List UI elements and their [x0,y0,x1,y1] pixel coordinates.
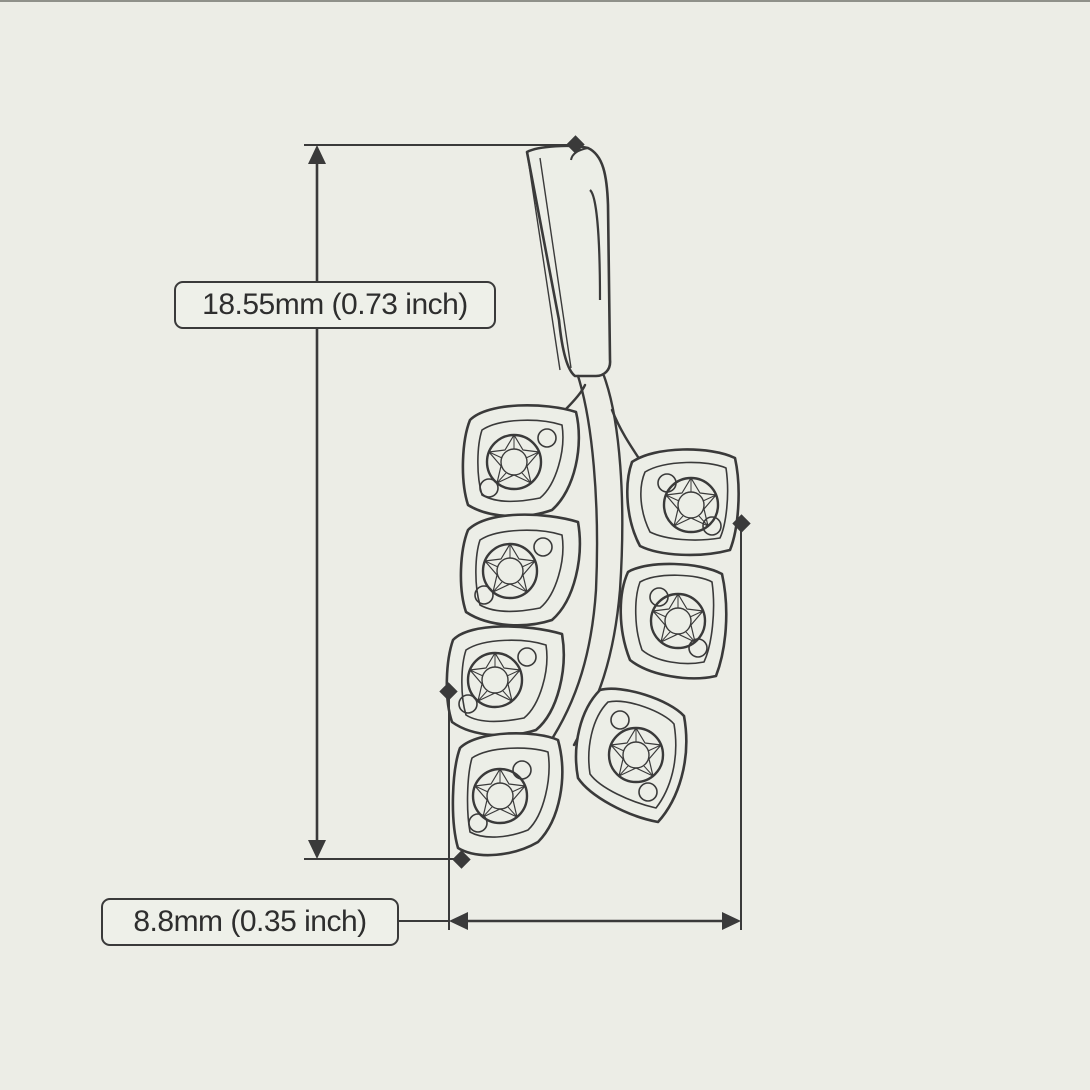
leaf-6 [619,562,728,680]
height-top-marker [566,135,585,154]
width-left-marker [439,682,458,701]
leaf-5 [626,448,740,557]
height-dimension-label: 18.55mm (0.73 inch) [174,281,496,329]
leaf-7 [574,687,688,824]
height-bottom-marker [452,850,471,869]
pendant-bail [525,144,612,378]
leaf-4 [451,732,564,857]
leaf-3 [445,625,566,737]
width-dimension-label: 8.8mm (0.35 inch) [101,898,399,946]
width-dimension-line [399,514,751,930]
height-dimension-line [304,135,585,869]
width-right-marker [732,514,751,533]
leaf-2 [459,513,582,627]
leaf-1 [461,404,581,518]
